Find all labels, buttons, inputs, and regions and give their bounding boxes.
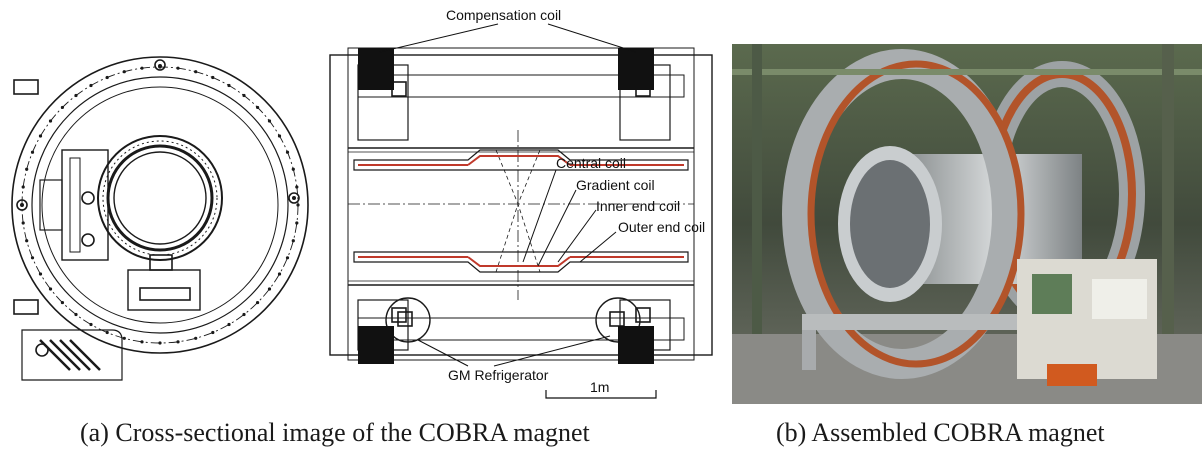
bolt-dot (267, 119, 272, 123)
bolt-dot (255, 105, 260, 110)
bolt-dot (122, 70, 126, 74)
bolt-dot (158, 65, 162, 69)
bolt-dot (277, 272, 282, 276)
bolt-dot (158, 341, 162, 345)
bolt-dot (25, 239, 29, 243)
photo-illustration (732, 44, 1202, 404)
bolt-dot (194, 336, 198, 340)
bolt-dot (21, 221, 25, 225)
label-central-coil: Central coil (556, 155, 626, 171)
bolt-dot (20, 203, 24, 207)
caption-b: (b) Assembled COBRA magnet (776, 418, 1105, 447)
bolt-dot (38, 272, 43, 276)
assembled-magnet-photo (732, 44, 1202, 404)
side-section-drawing: Compensation coil Central coil Gradient … (329, 7, 713, 399)
bolt-dot (122, 336, 126, 340)
bolt-dot (105, 75, 109, 80)
label-outer-end-coil: Outer end coil (618, 219, 705, 235)
bolt-dot (89, 83, 93, 88)
bolt-dot (242, 312, 246, 317)
bolt-dot (227, 322, 231, 327)
bolt-dot (285, 256, 290, 260)
bolt-dot (74, 93, 78, 98)
bolt-dot (277, 134, 282, 138)
label-gm-refrigerator: GM Refrigerator (448, 367, 549, 383)
bolt-dot (48, 119, 53, 123)
bolt-dot (176, 340, 180, 344)
bolt-dot (296, 203, 300, 207)
bolt-dot (285, 150, 290, 154)
caption-a: (a) Cross-sectional image of the COBRA m… (80, 418, 590, 447)
bolt-dot (295, 185, 299, 189)
bolt-dot (60, 105, 65, 110)
bolt-dot (194, 70, 198, 74)
bolt-dot (267, 287, 272, 291)
bolt-dot (211, 330, 215, 335)
bolt-dot (295, 221, 299, 225)
bolt-dot (21, 185, 25, 189)
bolt-dot (30, 256, 35, 260)
bolt-dot (38, 134, 43, 138)
bolt-dot (25, 167, 29, 171)
bolt-dot (89, 322, 93, 327)
label-gradient-coil: Gradient coil (576, 177, 655, 193)
bolt-dot (48, 287, 53, 291)
label-inner-end-coil: Inner end coil (596, 198, 680, 214)
bolt-dot (291, 239, 295, 243)
bolt-dot (211, 75, 215, 80)
label-scale-bar: 1m (590, 379, 609, 395)
bolt-dot (60, 300, 65, 305)
end-view-drawing (11, 56, 309, 381)
bolt-dot (140, 66, 144, 70)
bolt-dot (227, 83, 231, 88)
bolt-dot (74, 312, 78, 317)
bolt-dot (30, 150, 35, 154)
label-compensation-coil: Compensation coil (446, 7, 561, 23)
bolt-dot (242, 93, 246, 98)
bolt-dot (105, 330, 109, 335)
bolt-dot (176, 66, 180, 70)
bolt-dot (291, 167, 295, 171)
bolt-dot (255, 300, 260, 305)
bolt-dot (140, 340, 144, 344)
